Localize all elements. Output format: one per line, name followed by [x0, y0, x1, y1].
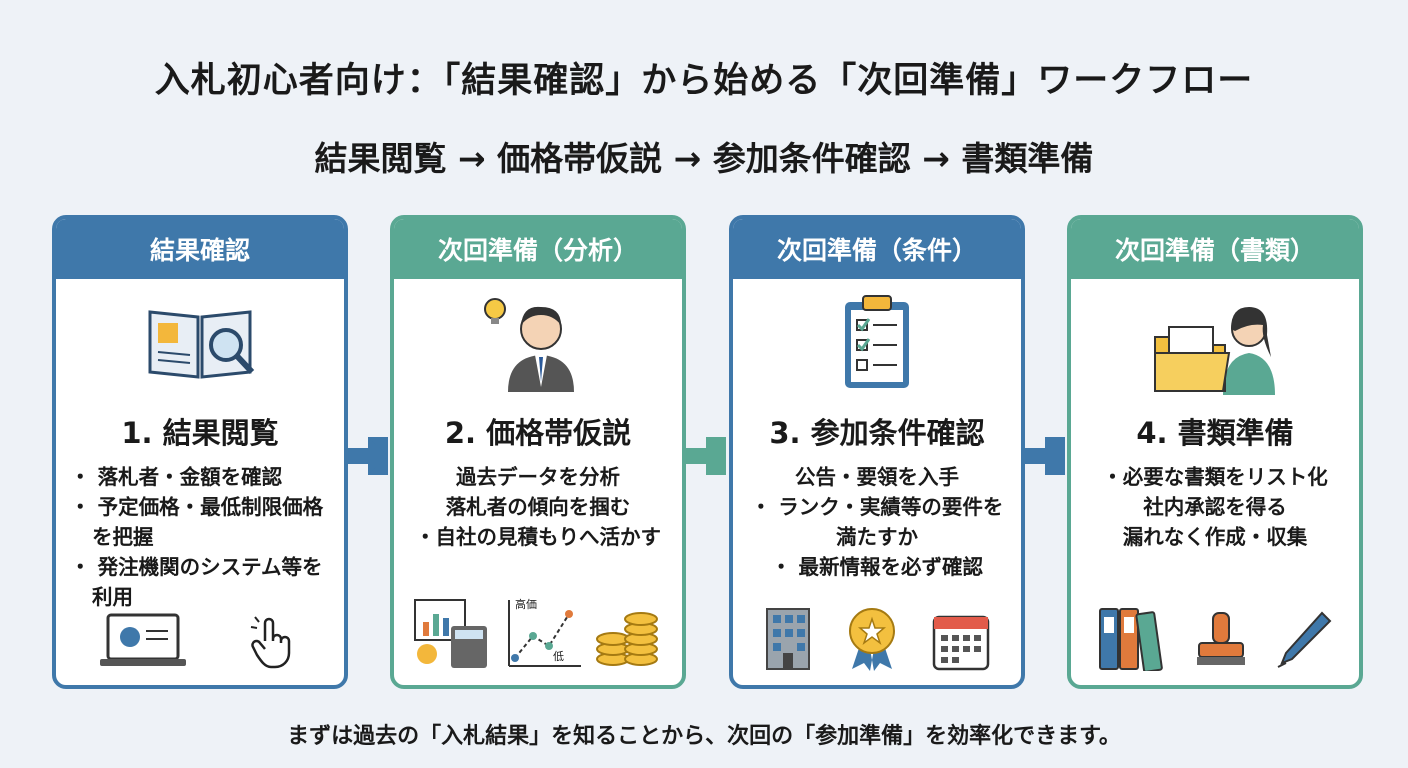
workflow-summary: 結果閲覧 → 価格帯仮説 → 参加条件確認 → 書類準備: [314, 139, 1094, 178]
pointer-hand-icon: [250, 616, 290, 669]
chart-label-low: 低: [553, 650, 564, 663]
card-line: ・ ランク・実績等の要件を満たすか: [750, 495, 1004, 549]
arrow-right-icon: [686, 437, 726, 475]
card-line: ・必要な書類をリスト化: [1102, 465, 1328, 489]
step-title: 4. 書類準備: [1136, 416, 1294, 450]
calendar-icon: [933, 615, 990, 671]
card-line: ・ 発注機関のシステム等を利用: [70, 555, 323, 609]
card-line: 過去データを分析: [456, 465, 620, 489]
clipboard-checklist-icon: [733, 279, 1021, 404]
stamp-icon: [1196, 612, 1245, 665]
page-title: 入札初心者向け：「結果確認」から始める「次回準備」ワークフロー: [154, 61, 1254, 101]
arrow-right-icon: [348, 437, 388, 475]
card-line: ・ 落札者・金額を確認: [70, 465, 283, 489]
card-line: ・自社の見積もりへ活かす: [415, 525, 661, 549]
businessman-idea-icon: [394, 279, 682, 404]
binders-icon: [1099, 608, 1164, 671]
coins-icon: [596, 612, 658, 666]
card-line: 漏れなく作成・収集: [1122, 525, 1308, 549]
card-header: 結果確認: [56, 219, 344, 279]
card-header: 次回準備（分析）: [394, 219, 682, 279]
card-line: 公告・要領を入手: [795, 465, 959, 489]
award-badge-icon: [848, 608, 895, 671]
step-title: 1. 結果閲覧: [121, 416, 279, 450]
card-line: 落札者の傾向を掴む: [445, 495, 631, 519]
card-line: 社内承認を得る: [1143, 495, 1287, 519]
pen-icon: [1277, 611, 1332, 668]
card-documents: 次回準備（書類） 4. 書類準備 ・必要な書類をリスト化 社内承認を得る 漏れな…: [1067, 215, 1363, 689]
woman-with-folder-icon: [1071, 279, 1359, 404]
arrow-right-icon: [1025, 437, 1065, 475]
price-trend-chart-icon: 高価 低: [503, 596, 583, 671]
card-conditions: 次回準備（条件） 3. 参加条件確認 公告・要領を入手 ・ ランク・実績等の要件…: [729, 215, 1025, 689]
card-analysis: 次回準備（分析） 2. 価格帯仮説 過去データを分析 落札者の傾向を掴む ・自社…: [390, 215, 686, 689]
laptop-icon: [99, 613, 186, 666]
step-title: 2. 価格帯仮説: [444, 416, 632, 450]
book-magnifier-icon: [56, 279, 344, 404]
chart-calculator-icon: [414, 599, 487, 668]
card-header: 次回準備（書類）: [1071, 219, 1359, 279]
step-title: 3. 参加条件確認: [769, 416, 985, 450]
card-header: 次回準備（条件）: [733, 219, 1021, 279]
footer-note: まずは過去の「入札結果」を知ることから、次回の「参加準備」を効率化できます。: [287, 724, 1121, 749]
card-result-check: 結果確認 1. 結果閲覧 ・ 落札者・金額を確認 ・ 予定価格・最低制限価格を把…: [52, 215, 348, 689]
chart-label-high: 高価: [515, 598, 537, 611]
card-line: ・ 予定価格・最低制限価格を把握: [70, 495, 324, 549]
office-building-icon: [765, 608, 810, 670]
card-line: ・ 最新情報を必ず確認: [770, 555, 984, 579]
